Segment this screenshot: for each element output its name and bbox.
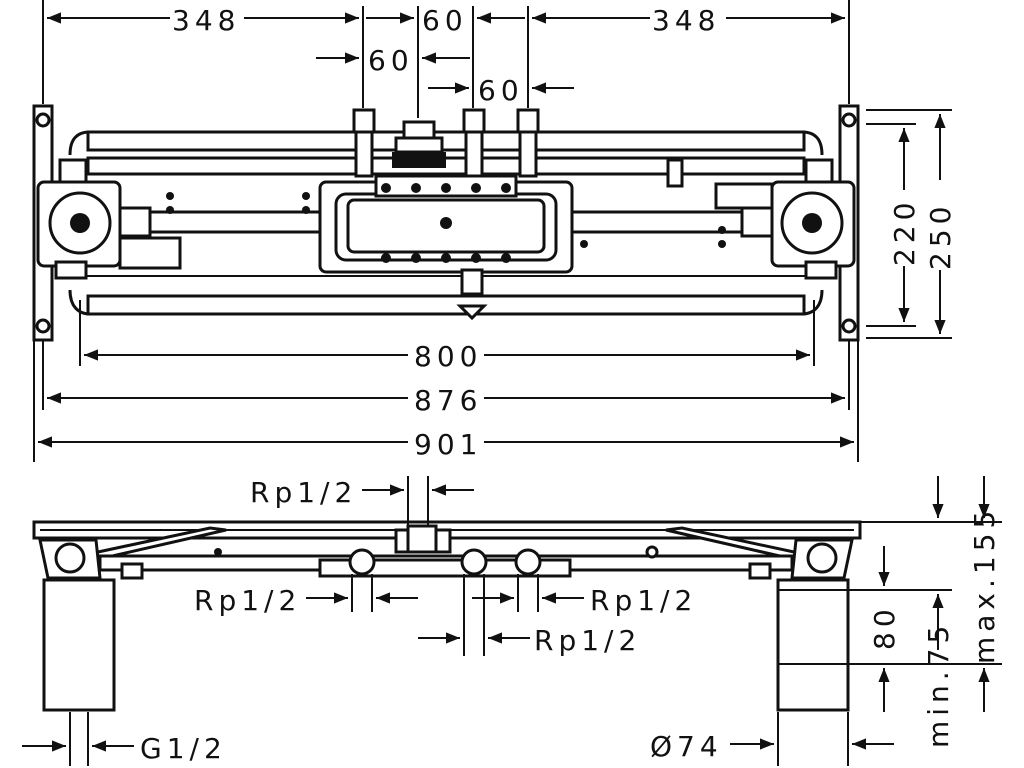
dimension-height-top: 220 250 [866, 109, 957, 339]
dim-876: 876 [414, 384, 482, 417]
label-rp-right: Rp1/2 [590, 584, 697, 617]
left-valve-housing [36, 158, 182, 280]
dim-60-top: 60 [422, 4, 468, 37]
right-valve-socket [776, 538, 854, 712]
label-rp-top: Rp1/2 [250, 476, 357, 509]
dim-901: 901 [414, 428, 482, 461]
rp-right-dimension: Rp1/2 [472, 574, 697, 617]
side-height-dimensions: 80 min.75 max.155 [848, 476, 1002, 748]
center-mixer-block [166, 174, 726, 321]
diameter-74-dimension: Ø74 [650, 712, 894, 766]
rp-left-dimension: Rp1/2 [194, 574, 418, 617]
right-valve-housing [714, 158, 856, 280]
dim-60-left: 60 [368, 44, 414, 77]
g12-dimension: G1/2 [22, 712, 227, 766]
dim-220: 220 [888, 198, 921, 266]
label-dia74: Ø74 [650, 730, 723, 763]
top-view: 348 60 348 60 60 220 250 [32, 0, 957, 462]
label-rp-left: Rp1/2 [194, 584, 301, 617]
dim-min75: min.75 [922, 621, 955, 748]
dim-348-right: 348 [652, 4, 720, 37]
rp-top-dimension: Rp1/2 [250, 476, 474, 526]
dim-60-right: 60 [478, 74, 524, 107]
label-rp-bottom: Rp1/2 [534, 624, 641, 657]
label-g12: G1/2 [140, 732, 227, 765]
dim-348-left: 348 [172, 4, 240, 37]
dim-80: 80 [868, 604, 901, 650]
dim-max155: max.155 [968, 506, 1001, 664]
side-view: Rp1/2 Rp1/2 Rp1/2 Rp1/2 [22, 476, 1002, 766]
dimension-top-row: 348 60 348 60 60 [42, 0, 850, 118]
top-connectors [352, 108, 684, 188]
upper-pipe [86, 130, 806, 152]
dim-800: 800 [414, 340, 482, 373]
side-center-fittings [120, 524, 772, 580]
dim-250: 250 [924, 202, 957, 270]
left-valve-socket [38, 538, 116, 712]
rp-bottom-dimension: Rp1/2 [418, 574, 641, 657]
dimension-width-rows: 800 876 901 [33, 300, 859, 462]
lower-pipe [86, 294, 806, 316]
